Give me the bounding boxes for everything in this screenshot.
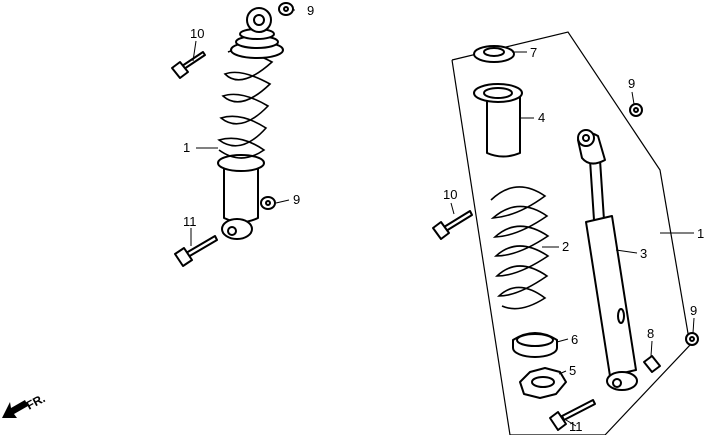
callout-9-left: 9 — [293, 192, 300, 207]
part-7-spring-seat-washer — [473, 45, 515, 63]
callout-9-top: 9 — [307, 3, 314, 18]
callout-9-right-top: 9 — [628, 76, 635, 91]
bolt-10-left — [171, 51, 206, 79]
part-2-coil-spring — [490, 186, 550, 310]
nut-9-right-top — [629, 103, 643, 117]
leader-lines — [190, 9, 695, 427]
callout-9-right-bottom: 9 — [690, 303, 697, 318]
bolt-11-right — [549, 399, 596, 431]
nut-9-right-bottom — [685, 332, 699, 346]
bolt-11-left — [174, 235, 218, 267]
front-direction-label: FR. — [24, 391, 48, 412]
callout-8: 8 — [647, 326, 654, 341]
callout-1-left: 1 — [183, 140, 190, 155]
front-direction-indicator: FR. — [2, 391, 47, 418]
part-3-damper — [577, 129, 638, 391]
callout-11-right: 11 — [569, 419, 583, 434]
part-5-stopper-plate — [519, 367, 567, 399]
callout-7: 7 — [530, 45, 537, 60]
callout-5: 5 — [569, 363, 576, 378]
nut-9-left — [260, 196, 276, 210]
callout-2: 2 — [562, 239, 569, 254]
part-4-dust-boot — [473, 83, 523, 158]
callout-3: 3 — [640, 246, 647, 261]
assembled-shock-absorber — [217, 7, 284, 240]
part-8-collar — [643, 355, 661, 373]
front-arrow-icon — [2, 400, 28, 418]
callout-11-left: 11 — [183, 214, 197, 229]
callout-10-right: 10 — [443, 187, 457, 202]
nut-9-top — [278, 2, 294, 16]
callout-4: 4 — [538, 110, 545, 125]
callout-6: 6 — [571, 332, 578, 347]
callout-1-right: 1 — [697, 226, 704, 241]
bolt-10-right — [432, 210, 473, 240]
callout-10-left: 10 — [190, 26, 204, 41]
part-6-lower-spring-seat — [512, 332, 558, 358]
